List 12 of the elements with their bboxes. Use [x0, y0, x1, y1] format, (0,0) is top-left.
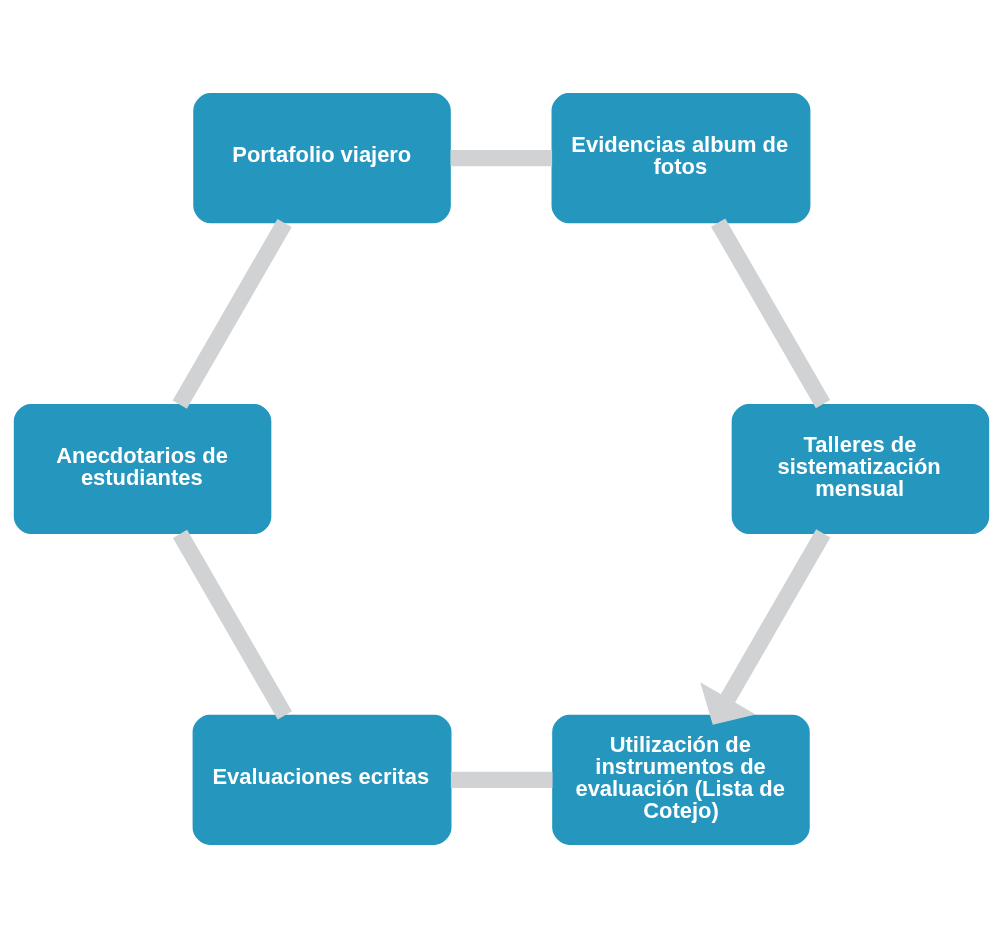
node-box: Utilización de instrumentos de evaluación (Lista de Cotejo) [551, 714, 810, 845]
node-box: Portafolio viajero [192, 92, 451, 223]
node-box: Evaluaciones ecritas [192, 714, 451, 845]
connector [172, 529, 292, 720]
node-box: Evidencias album de fotos [551, 92, 810, 223]
connector [172, 218, 292, 409]
connector [450, 149, 552, 166]
connector [450, 771, 552, 788]
connector [710, 217, 830, 408]
arrow [699, 528, 830, 725]
node-box: Talleres de sistematización mensual [731, 403, 989, 534]
node-box: Anecdotarios de estudiantes [13, 403, 271, 534]
